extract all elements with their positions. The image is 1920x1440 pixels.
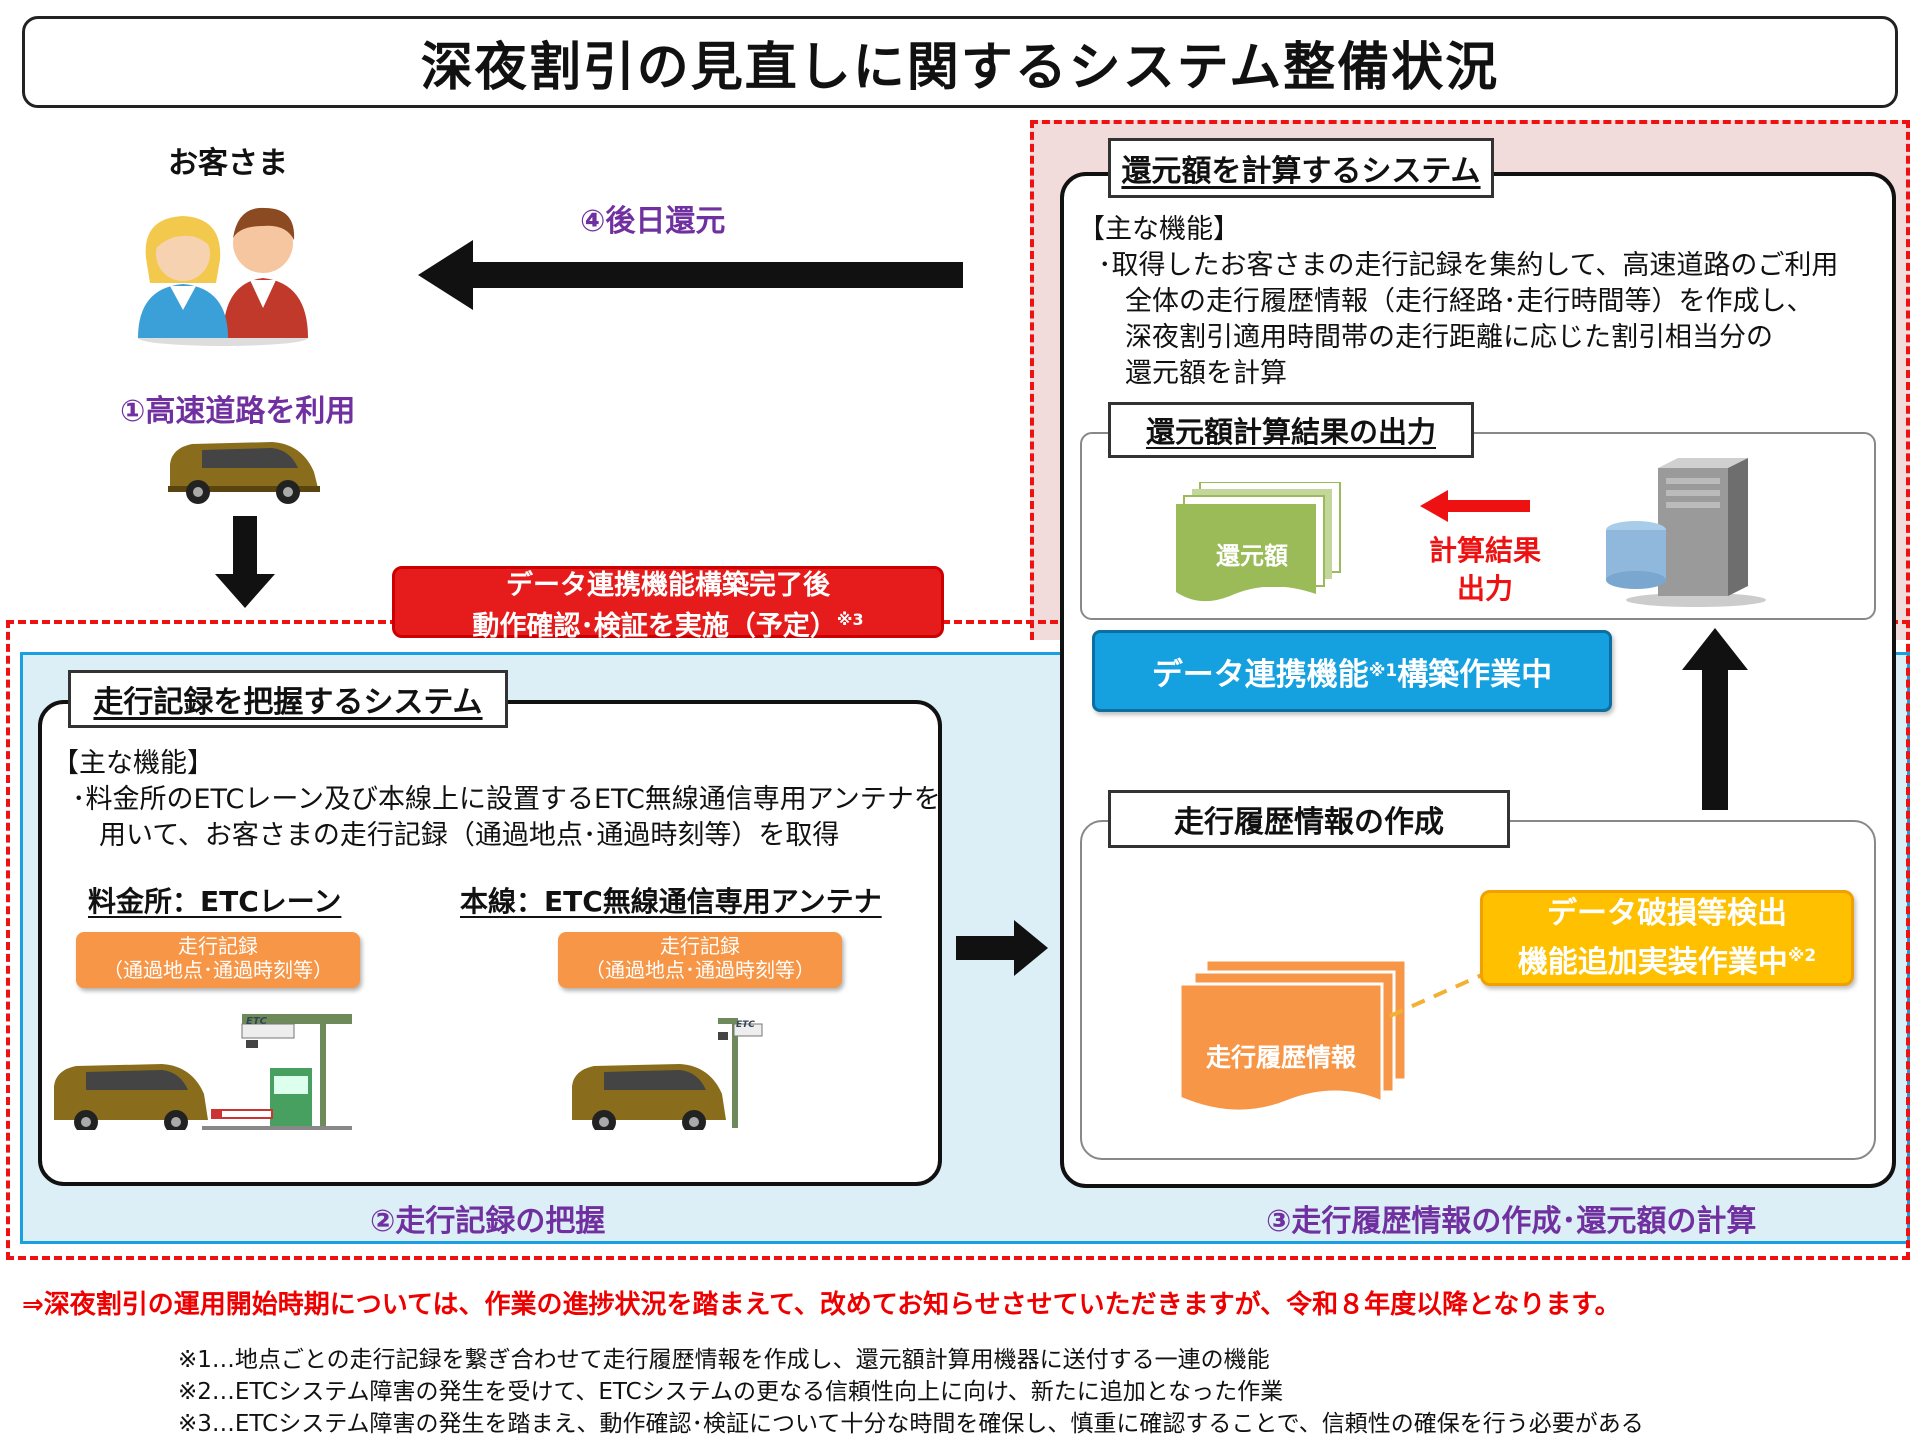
etc-lane-illustration [54, 1014, 352, 1130]
refund-features-text: ･取得したお客さまの走行記録を集約して、高速道路のご利用 全体の走行履歴情報（走… [1098, 250, 1839, 389]
refund-document-label: 還元額 [1216, 542, 1288, 570]
page-title: 深夜割引の見直しに関するシステム整備状況 [22, 16, 1898, 108]
step2-label: ②走行記録の把握 [370, 1204, 606, 1239]
footnote-1: ※1…地点ごとの走行記録を繋ぎ合わせて走行履歴情報を作成し、還元額計算用機器に送… [178, 1347, 1270, 1373]
output-arrow [1420, 490, 1530, 522]
antenna-record-label: 走行記録 （通過地点･通過時刻等） [558, 932, 842, 988]
refund-document-icon [1176, 482, 1341, 602]
etc-sign-antenna: ETC [736, 1020, 755, 1030]
down-arrow [215, 516, 275, 608]
lane-record-label: 走行記録 （通過地点･通過時刻等） [76, 932, 360, 988]
lane-heading: 料金所：ETCレーン [88, 885, 342, 918]
footnote-3: ※3…ETCシステム障害の発生を踏まえ、動作確認･検証について十分な時間を確保し… [178, 1411, 1644, 1437]
verification-badge: データ連携機能構築完了後 動作確認･検証を実施（予定）※3 [392, 566, 944, 642]
record-features-text: ･料金所のETCレーン及び本線上に設置するETC無線通信専用アンテナを 用いて、… [72, 784, 941, 851]
output-box-title: 還元額計算結果の出力 [1108, 402, 1474, 458]
etc-sign-lane: ETC [246, 1016, 267, 1027]
right-arrow [956, 920, 1048, 976]
customer-label: お客さま [168, 146, 288, 181]
refund-arrow [418, 240, 963, 310]
up-arrow [1682, 628, 1748, 810]
history-document-icon [1178, 958, 1408, 1113]
verification-line1: データ連携機能構築完了後 [506, 570, 830, 601]
history-box-title: 走行履歴情報の作成 [1108, 790, 1510, 848]
antenna-heading: 本線：ETC無線通信専用アンテナ [460, 885, 882, 918]
step1-label: ①高速道路を利用 [120, 394, 356, 429]
detection-badge: データ破損等検出 機能追加実装作業中※2 [1480, 890, 1854, 986]
refund-features-heading: 【主な機能】 [1078, 214, 1240, 245]
history-document-label: 走行履歴情報 [1206, 1043, 1357, 1072]
customers-icon [138, 207, 308, 346]
output-arrow-label: 計算結果 出力 [1428, 534, 1541, 605]
refund-area-dashed-border [1030, 120, 1910, 640]
step3-label: ③走行履歴情報の作成･還元額の計算 [1266, 1204, 1757, 1239]
server-icon [1606, 458, 1766, 607]
notice-text: ⇒深夜割引の運用開始時期については、作業の進捗状況を踏まえて、改めてお知らせさせ… [22, 1290, 1621, 1320]
car-icon [168, 442, 320, 504]
step4-label: ④後日還元 [580, 204, 726, 239]
record-area-dashed-border [6, 620, 1910, 1260]
detection-line2: 機能追加実装作業中※2 [1517, 945, 1817, 980]
verification-line2: 動作確認･検証を実施（予定）※3 [472, 610, 864, 642]
footnote-2: ※2…ETCシステム障害の発生を受けて、ETCシステムの更なる信頼性向上に向け、… [178, 1379, 1284, 1405]
refund-system-title: 還元額を計算するシステム [1108, 138, 1494, 198]
detection-line1: データ破損等検出 [1547, 896, 1787, 931]
record-system-title: 走行記録を把握するシステム [68, 670, 508, 728]
etc-antenna-illustration [572, 1018, 763, 1130]
record-features-heading: 【主な機能】 [52, 748, 214, 779]
